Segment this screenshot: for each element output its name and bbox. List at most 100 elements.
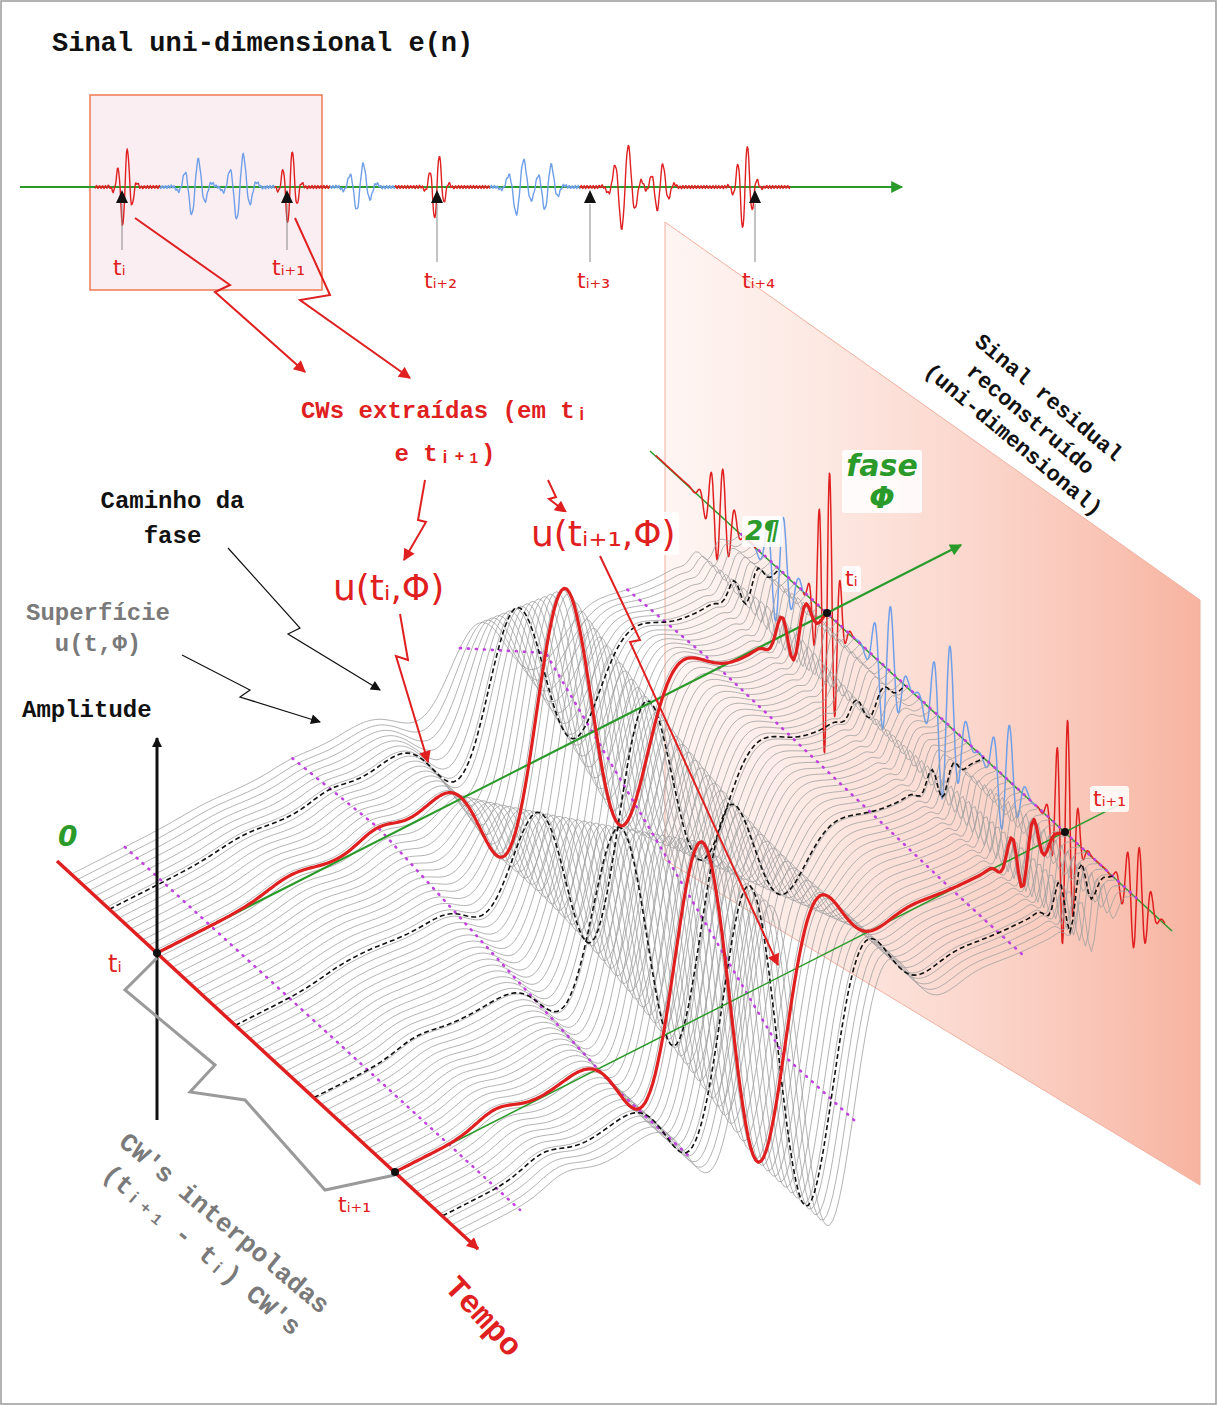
signal-trace [395, 157, 490, 218]
surface-curve [256, 704, 926, 1044]
phase-axis [157, 545, 961, 953]
surface-curve [280, 726, 950, 1066]
surface-curve [351, 789, 1021, 1132]
time-marker: tᵢ [113, 255, 126, 281]
surface-curve [244, 693, 914, 1033]
surface-curve [434, 856, 1104, 1208]
point-dot [1061, 828, 1069, 836]
surface-curve [71, 534, 741, 874]
time-marker: tᵢ [108, 950, 122, 979]
surface-curve [143, 593, 813, 940]
callout-note: Caminho da fase [100, 485, 245, 555]
signal-trace [330, 163, 395, 209]
phase-baseline [395, 805, 1119, 1172]
signal-trace [275, 152, 330, 222]
plane-title: Sinal residual reconstruído (uni-dimensi… [913, 313, 1146, 527]
signal-waveform [95, 146, 790, 230]
surface-curve [422, 845, 1092, 1197]
axis-label: fase Φ [842, 450, 922, 513]
marker-triangle [116, 190, 128, 203]
marker-triangle [431, 190, 443, 203]
surface-curve [178, 620, 848, 973]
extraction-arrow [548, 480, 566, 512]
surface-curve [458, 878, 1128, 1230]
tick-line [590, 204, 591, 262]
phase-path-curve [443, 864, 1113, 1216]
surface-curve [428, 851, 1098, 1203]
time-marker: tᵢ₊₁ [338, 1192, 371, 1218]
surface-curve [137, 589, 807, 935]
surface-curve [125, 580, 795, 924]
extraction-arrow [295, 218, 410, 378]
surface-curve [77, 540, 747, 880]
time-marker: tᵢ₊₂ [424, 268, 457, 294]
tick-line [755, 204, 756, 262]
surface-curve [226, 677, 896, 1017]
axis-label: Amplitude [22, 697, 152, 726]
extraction-arrow [135, 218, 305, 372]
surface-curve [464, 884, 1134, 1236]
surface-curve [220, 670, 890, 1011]
leader-line [600, 556, 778, 965]
axis-tick: 0 [58, 820, 77, 854]
time-marker: tᵢ₊₃ [577, 268, 610, 294]
surface-curve [250, 699, 920, 1039]
surface-curve [274, 720, 944, 1060]
surface-curve [416, 840, 1086, 1192]
surface-curve [89, 551, 759, 891]
tick-line [122, 204, 123, 250]
phase-dotted-line [627, 590, 1022, 955]
surface-curve [214, 664, 884, 1005]
callout-note: CWs extraídas (em tᵢ e tᵢ₊₁) [300, 390, 590, 476]
marker-triangle [584, 190, 596, 203]
phase-dotted-line [125, 847, 520, 1210]
leader-line [396, 614, 428, 762]
amplitude-axis [156, 738, 159, 1120]
tick-line [437, 204, 438, 262]
signal-trace [160, 153, 275, 219]
point-dot [153, 949, 161, 957]
surface-curve [208, 658, 878, 1000]
signal-trace [580, 146, 790, 230]
surface-curve [173, 611, 843, 967]
tick-line [287, 204, 288, 250]
diagram-title: Sinal uni-dimensional e(n) [52, 28, 473, 60]
axis-label: Tempo [435, 1270, 529, 1366]
extraction-arrow [404, 480, 426, 560]
leader-line [182, 655, 320, 722]
bracket-label: CW's interpoladas (tᵢ₊₁ - tᵢ) CW's [75, 1115, 350, 1362]
point-dot [823, 609, 831, 617]
marker-triangle [281, 190, 293, 203]
phase-path-curve [236, 685, 906, 1025]
curve-label: u(tᵢ₊₁,Φ) [528, 512, 679, 555]
time-marker: tᵢ₊₁ [272, 255, 305, 281]
extracted-cw-curve [395, 819, 1065, 1172]
phase-dotted-line [741, 534, 1136, 898]
surface-curve [119, 575, 789, 918]
marker-triangle [749, 190, 761, 203]
curve-label: u(tᵢ,Φ) [330, 566, 447, 609]
surface-curve [345, 785, 1015, 1127]
surface [71, 534, 1136, 1235]
phase-path-curve [109, 568, 779, 909]
extracted-cw-curve [157, 588, 827, 953]
time-marker: tᵢ₊₁ [1090, 786, 1129, 812]
surface-curve [149, 592, 819, 946]
signal-trace [95, 149, 160, 225]
surface-curve [339, 780, 1009, 1120]
signal-trace [490, 159, 580, 215]
time-marker: tᵢ₊₄ [742, 268, 775, 294]
axis-tick: 2¶ [742, 516, 783, 547]
surface-curve [452, 873, 1122, 1225]
surface-curve [262, 710, 932, 1050]
phase-path-curve [314, 758, 984, 1098]
point-dot [391, 1168, 399, 1176]
time-markers [116, 190, 761, 262]
surface-curve [446, 867, 1116, 1219]
callout-note: Superfície u(t,Φ) [18, 598, 178, 660]
time-marker: tᵢ [842, 566, 861, 592]
window-box [90, 95, 322, 290]
